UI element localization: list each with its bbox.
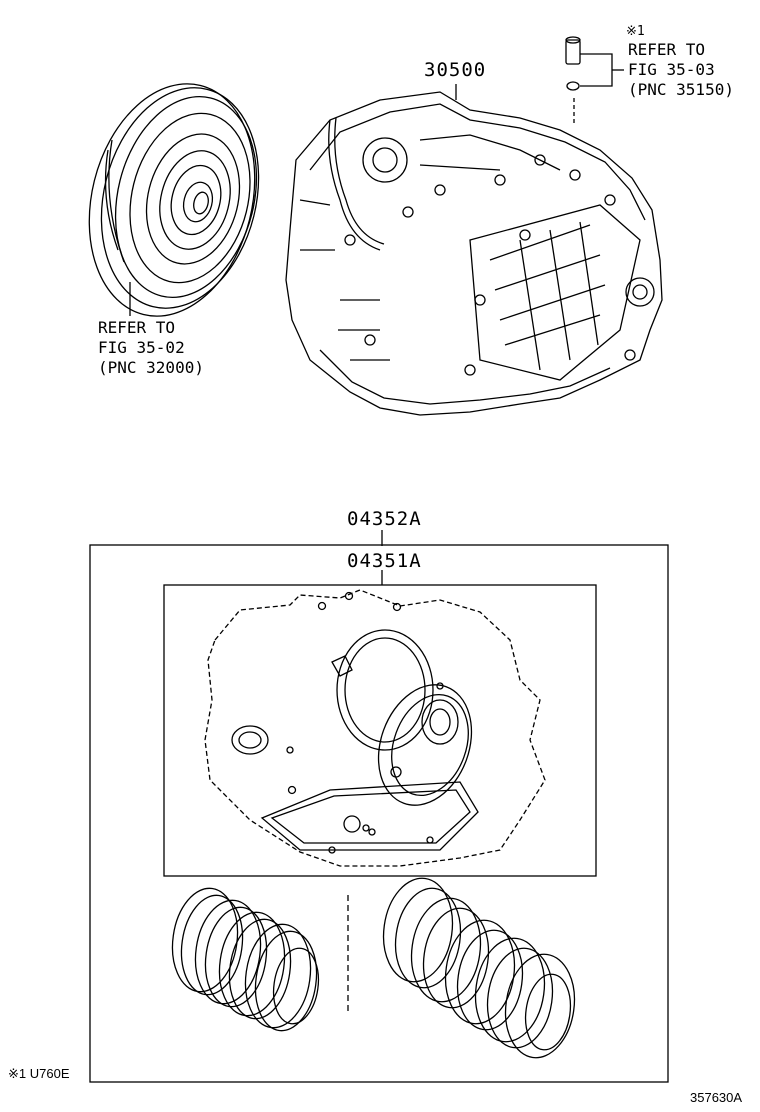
- torque-converter-ref-line2[interactable]: FIG 35-02: [98, 338, 185, 357]
- plug-ref-line3[interactable]: (PNC 35150): [628, 80, 734, 99]
- plug-ref-bracket: [573, 53, 624, 124]
- plug-ref-line1[interactable]: REFER TO: [628, 40, 706, 59]
- gasket-kit-part-number[interactable]: 04351A: [347, 550, 422, 572]
- overhaul-kit-frame: [89, 544, 669, 1083]
- torque-converter-ref-line3[interactable]: (PNC 32000): [98, 358, 204, 377]
- torque-converter-ref-line1[interactable]: REFER TO: [98, 318, 176, 337]
- gasket-kit-contents[interactable]: [204, 589, 546, 867]
- gasket-kit-frame: [163, 584, 597, 877]
- torque-converter-drawing[interactable]: [66, 66, 281, 334]
- overhaul-kit-part-number[interactable]: 04352A: [347, 508, 422, 530]
- plug-ref-line2[interactable]: FIG 35-03: [628, 60, 715, 79]
- transaxle-part-number[interactable]: 30500: [424, 59, 487, 81]
- footnote-model: ※1 U760E: [8, 1066, 70, 1081]
- clutch-pack-right[interactable]: [377, 874, 581, 1062]
- plug-ref-note: ※1: [626, 24, 645, 39]
- illustration-number: 357630A: [690, 1090, 743, 1105]
- clutch-pack-left[interactable]: [166, 884, 323, 1035]
- plug-drawing[interactable]: [565, 36, 581, 91]
- transaxle-drawing[interactable]: [285, 91, 663, 416]
